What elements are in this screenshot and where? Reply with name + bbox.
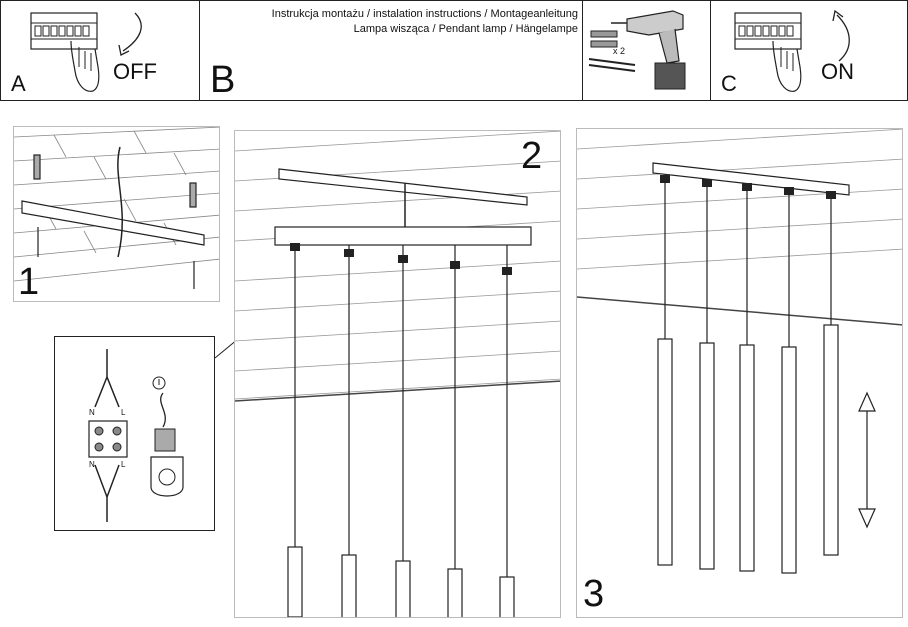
breaker-on-illustration [734,9,850,92]
title-line-1: Instrukcja montażu / instalation instruc… [271,8,578,20]
panel-c-power-on: C ON [710,0,908,101]
off-label: OFF [113,59,157,84]
neutral-label-bottom: N [89,460,95,469]
step-3-panel: 3 [576,128,903,618]
wiring-detail-panel: N L N L [54,336,215,531]
step-1-number: 1 [18,261,40,302]
live-label-bottom: L [121,460,126,469]
step-3-number: 3 [583,573,605,615]
panel-b-header: B Instrukcja montażu / instalation instr… [200,0,584,101]
wiring-detail-illustration [88,349,184,522]
step-2-illustration [235,131,560,617]
step-2-number: 2 [521,135,543,177]
step-3-illustration [577,129,902,574]
panel-a-letter: A [11,71,26,96]
drill-and-dowels-illustration [588,10,686,90]
dowel-quantity: x 2 [613,46,626,56]
panel-b-letter: B [210,59,236,101]
live-label-top: L [121,408,126,417]
step-2-panel: 2 [234,130,561,618]
on-label: ON [821,59,854,84]
title-line-2: Lampa wisząca / Pendant lamp / Hängelamp… [353,23,578,35]
panel-c-letter: C [721,71,737,96]
panel-a-power-off: A OFF [0,0,200,101]
breaker-off-illustration [30,12,142,92]
step-1-illustration [14,127,219,289]
step-1-panel: 1 [13,126,220,302]
neutral-label-top: N [89,408,95,417]
panel-b-tools: x 2 [582,0,712,101]
